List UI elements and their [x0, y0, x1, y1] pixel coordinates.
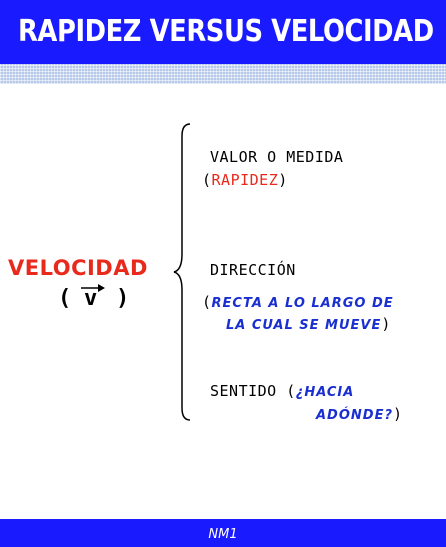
velocity-term: VELOCIDAD: [8, 256, 148, 280]
symbol-open-paren: (: [58, 286, 72, 311]
magnitude-detail: (RAPIDEZ): [202, 171, 288, 189]
page-title: RAPIDEZ VERSUS VELOCIDAD: [18, 14, 434, 49]
header-bar: RAPIDEZ VERSUS VELOCIDAD: [0, 0, 446, 64]
footer-label: NM1: [208, 527, 238, 542]
footer-bar: NM1: [0, 519, 446, 547]
sense-label: SENTIDO (¿HACIA: [210, 382, 355, 400]
curly-brace-icon: [173, 123, 191, 421]
vector-arrow-icon: [81, 284, 105, 292]
symbol-close-paren: ): [116, 286, 130, 311]
rapidez-term: RAPIDEZ: [211, 171, 279, 189]
vector-symbol: ( v ): [56, 284, 136, 316]
vector-letter: v: [84, 286, 98, 311]
magnitude-label: VALOR O MEDIDA: [210, 148, 344, 166]
header-pattern-stripe: [0, 64, 446, 84]
sense-detail-line2: ADÓNDE?): [316, 405, 403, 423]
direction-detail-line1: (RECTA A LO LARGO DE: [202, 293, 394, 311]
direction-label: DIRECCIÓN: [210, 261, 296, 279]
direction-detail-line2: LA CUAL SE MUEVE): [226, 315, 391, 333]
